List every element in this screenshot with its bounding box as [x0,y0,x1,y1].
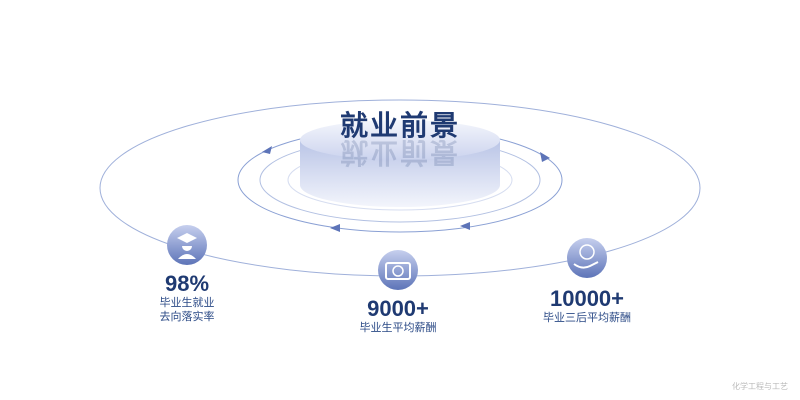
stat-graduate-rate: 98% 毕业生就业 去向落实率 [137,272,237,324]
stat-value: 10000+ [549,286,625,311]
arrow-icon [330,224,340,232]
graduate-icon [167,225,207,265]
arrow-icon [262,146,272,154]
stat-label: 毕业三后平均薪酬 [543,311,631,324]
stat-avg-salary: 9000+ 毕业生平均薪酬 [338,297,458,335]
title-reflection: 就业前景 [339,136,460,169]
stat-label: 去向落实率 [159,310,215,323]
watermark: 化学工程与工艺 [732,382,788,391]
page-title: 就业前景 [339,109,460,142]
stat-value: 98% [164,271,210,296]
briefcase-yuan-icon [378,250,418,290]
stat-label: 毕业生就业 [159,296,215,309]
arrow-icon [540,152,550,162]
stat-label: 毕业生平均薪酬 [359,321,437,334]
arrow-icon [460,222,470,230]
stat-3yr-salary: 10000+ 毕业三后平均薪酬 [522,287,652,325]
cylinder [300,120,500,207]
stat-value: 9000+ [367,296,429,321]
hand-yuan-icon [567,238,607,278]
